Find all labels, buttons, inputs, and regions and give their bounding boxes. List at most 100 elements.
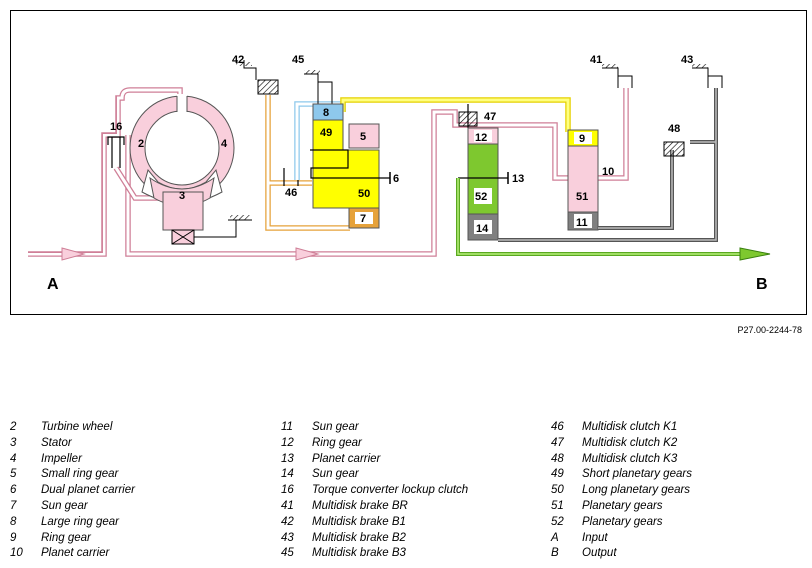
legend-text: Sun gear [41,499,88,512]
legend-number: 43 [281,531,294,544]
legend-number: 49 [551,468,564,481]
label-9: 9 [579,133,585,145]
label-51: 51 [576,191,588,203]
label-6: 6 [393,173,399,185]
legend-number: 13 [281,452,294,465]
legend-item: 6 Dual planet carrier [10,483,135,499]
label-46: 46 [285,187,297,199]
label-41: 41 [590,54,602,66]
label-52: 52 [475,191,487,203]
legend-number: 7 [10,499,17,512]
brake-b1-42 [236,60,279,95]
legend-text: Multidisk clutch K2 [582,436,678,449]
label-50: 50 [358,188,370,200]
legend-item: 11 Sun gear [281,420,468,436]
legend-number: 11 [281,421,293,433]
label-11: 11 [576,217,588,229]
label-48: 48 [668,123,680,135]
input-shaft [28,87,480,257]
legend-number: 52 [551,515,564,528]
legend-number: 3 [10,436,17,449]
legend-text: Short planetary gears [582,468,692,481]
legend-text: Multidisk brake BR [312,499,408,512]
legend-number: 14 [281,468,294,481]
legend-text: Dual planet carrier [41,484,135,497]
label-47: 47 [484,111,496,123]
legend-number: 6 [10,484,17,497]
legend-number: 8 [10,515,17,528]
sun-gear-path [498,88,718,242]
label-43: 43 [681,54,693,66]
legend-text: Planetary gears [582,515,663,528]
front-planetary-set [458,127,509,241]
label-4: 4 [221,138,228,150]
legend-item: 3 Stator [10,436,135,452]
legend-item: 43 Multidisk brake B2 [281,531,468,547]
legend-number: 2 [10,421,17,433]
legend-item: 5 Small ring gear [10,467,135,483]
legend-text: Input [582,531,608,544]
legend-text: Small ring gear [41,468,119,481]
legend-text: Planetary gears [582,499,663,512]
legend-text: Sun gear [312,468,359,481]
legend-item: A Input [551,531,692,547]
label-3: 3 [179,190,185,202]
reference-code: P27.00-2244-78 [737,325,802,335]
legend-item: 2 Turbine wheel [10,420,135,436]
legend-number: A [551,531,559,544]
legend-text: Multidisk clutch K1 [582,421,678,433]
ravigneaux-set [310,103,391,229]
legend-number: B [551,547,559,560]
legend-item: 9 Ring gear [10,531,135,547]
legend-number: 51 [551,499,564,512]
brake-br-41 [602,64,633,88]
legend-text: Multidisk clutch K3 [582,452,678,465]
legend-number: 9 [10,531,17,544]
label-input-a: A [47,276,59,293]
label-42: 42 [232,54,244,66]
label-2: 2 [138,138,144,150]
legend-text: Sun gear [312,421,359,433]
legend-text: Multidisk brake B2 [312,531,406,544]
output-shaft [456,178,740,256]
legend-number: 4 [10,452,17,465]
label-13: 13 [512,173,524,185]
label-45: 45 [292,54,304,66]
input-arrow [61,247,86,261]
brake-b3-45 [304,70,333,104]
transmission-diagram: 2 4 3 16 42 45 8 49 5 46 50 6 7 47 12 13… [28,54,771,293]
legend-number: 16 [281,484,294,497]
legend-text: Long planetary gears [582,484,691,497]
legend-item: 7 Sun gear [10,499,135,515]
label-49: 49 [320,127,332,139]
label-8: 8 [323,107,329,119]
brake-b2-43 [692,64,723,88]
label-16: 16 [110,121,122,133]
label-5: 5 [360,131,366,143]
legend-item: 49 Short planetary gears [551,467,692,483]
legend-item: 47 Multidisk clutch K2 [551,436,692,452]
output-arrow [739,247,771,261]
legend-number: 45 [281,547,294,560]
lockup-clutch-16 [107,136,125,168]
label-12: 12 [475,132,487,144]
legend-text: Ring gear [41,531,91,544]
legend-number: 5 [10,468,17,481]
label-14: 14 [476,223,489,235]
legend-number: 47 [551,436,564,449]
legend-number: 10 [10,547,23,560]
legend-text: Turbine wheel [41,421,113,433]
legend-text: Stator [41,436,72,449]
legend-number: 41 [281,499,294,512]
